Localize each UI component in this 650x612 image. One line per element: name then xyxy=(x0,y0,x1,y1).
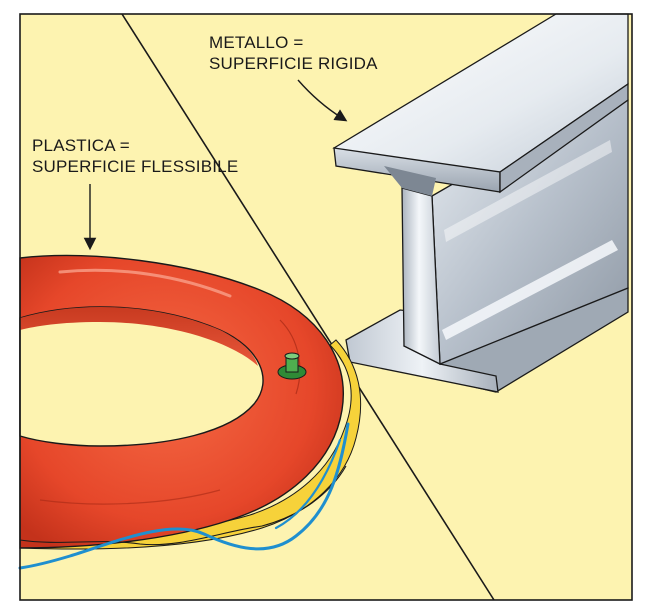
metal-label-line1: METALLO = xyxy=(209,33,304,52)
arrow-down-right-icon xyxy=(297,79,348,122)
metal-label-line2: SUPERFICIE RIGIDA xyxy=(209,54,378,73)
plastic-label-line2: SUPERFICIE FLESSIBILE xyxy=(32,157,239,176)
metal-label: METALLO = SUPERFICIE RIGIDA xyxy=(209,32,378,74)
frame-border xyxy=(19,13,633,601)
rope xyxy=(18,422,350,570)
metal-i-beam xyxy=(332,13,629,393)
plastic-label: PLASTICA = SUPERFICIE FLESSIBILE xyxy=(32,135,238,177)
plastic-label-line1: PLASTICA = xyxy=(32,136,130,155)
divider-line xyxy=(121,13,495,601)
ring-valve-icon xyxy=(277,352,307,380)
